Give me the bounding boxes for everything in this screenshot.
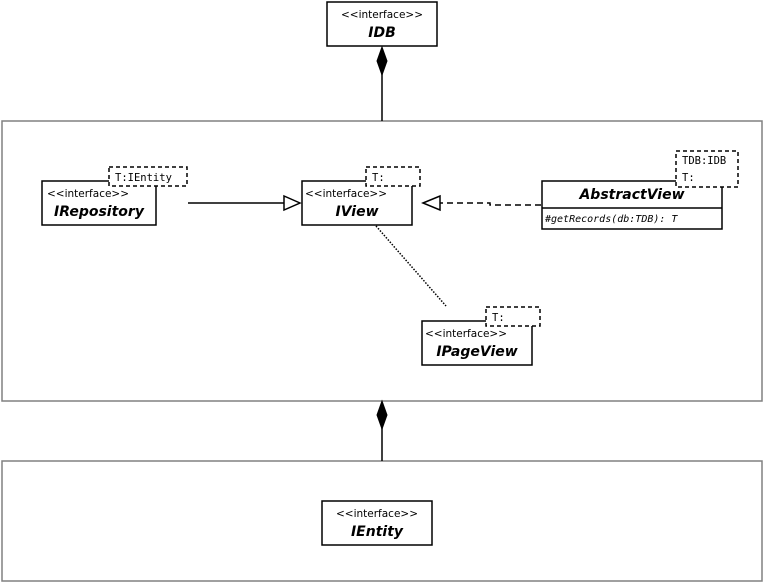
irepository-type-param-box xyxy=(108,166,188,187)
iview-type-param: T: xyxy=(372,172,385,184)
package-middle xyxy=(1,120,763,402)
ipageview-name: IPageView xyxy=(436,344,517,360)
irepository-name: IRepository xyxy=(54,204,145,220)
composition-diamond-bottom xyxy=(376,399,388,431)
irepository-type-param: T:IEntity xyxy=(115,172,172,184)
class-ipageview[interactable]: T: <<interface>> IPageView xyxy=(421,306,541,366)
abstractview-type-param-box xyxy=(675,150,739,188)
abstractview-method: #getRecords(db:TDB): T xyxy=(544,214,678,225)
realization-arrowhead xyxy=(421,194,441,212)
generalization-arrowhead xyxy=(283,194,302,212)
ipageview-type-param-box xyxy=(485,306,541,327)
class-ientity[interactable]: <<interface>> IEntity xyxy=(321,500,433,546)
iview-type-param-box xyxy=(365,166,421,187)
abstractview-type-param-1: TDB:IDB xyxy=(682,155,726,167)
realization-abstractview-iview xyxy=(440,202,541,206)
class-idb[interactable]: <<interface>> IDB xyxy=(326,1,438,47)
composition-diamond-top xyxy=(376,45,388,77)
idb-name: IDB xyxy=(368,25,396,41)
ipageview-type-param: T: xyxy=(492,312,505,324)
class-irepository[interactable]: T:IEntity <<interface>> IRepository xyxy=(41,166,188,226)
abstractview-name: AbstractView xyxy=(578,187,684,203)
abstractview-type-param-2: T: xyxy=(682,172,695,184)
ientity-stereotype: <<interface>> xyxy=(336,508,418,520)
idb-stereotype: <<interface>> xyxy=(341,9,423,21)
iview-name: IView xyxy=(335,204,378,220)
class-iview[interactable]: T: <<interface>> IView xyxy=(301,166,421,226)
iview-stereotype: <<interface>> xyxy=(305,188,387,200)
irepository-stereotype: <<interface>> xyxy=(47,188,129,200)
ipageview-stereotype: <<interface>> xyxy=(425,328,507,340)
class-abstractview[interactable]: TDB:IDB T: AbstractView #getRecords(db:T… xyxy=(541,150,739,230)
ientity-name: IEntity xyxy=(351,524,404,540)
